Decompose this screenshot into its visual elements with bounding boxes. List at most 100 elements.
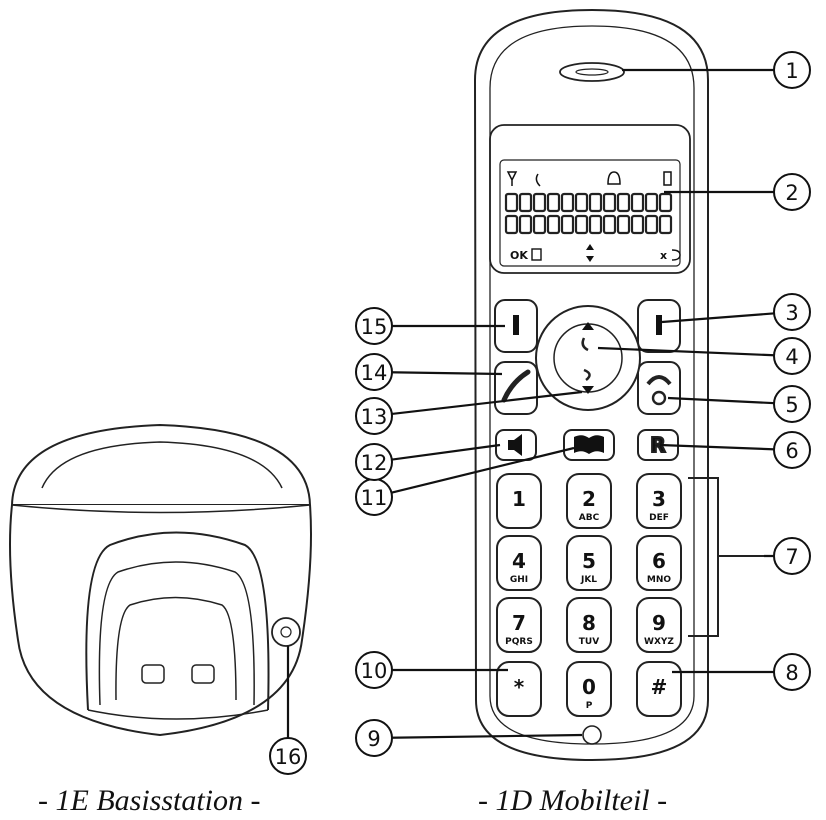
callout-14: 14 <box>355 353 503 391</box>
lcd-segment-cell <box>644 214 659 235</box>
talk-button[interactable] <box>494 361 538 415</box>
earpiece-slot <box>575 68 609 76</box>
callout-3: 3 <box>661 293 811 331</box>
lcd-segment-cell <box>504 214 519 235</box>
callout-circle <box>773 537 811 575</box>
callout-circle <box>773 653 811 691</box>
right-softkey-glyph <box>656 315 662 335</box>
callout-15: 15 <box>355 307 505 345</box>
key-1-body <box>496 473 542 529</box>
lcd-segment-cell <box>504 192 519 213</box>
lcd-segment-cell <box>644 192 659 213</box>
power-symbol <box>651 390 667 406</box>
callout-circle <box>773 51 811 89</box>
microphone-icon <box>582 725 602 745</box>
callout-circle <box>355 443 393 481</box>
alarm-bell-icon <box>607 171 621 185</box>
lcd-segment-cell <box>560 192 575 213</box>
callout-number: 15 <box>361 315 388 339</box>
lcd-segment-cell <box>546 214 561 235</box>
callout-number: 10 <box>361 659 388 683</box>
star-key-label: * <box>514 675 525 699</box>
callout-line <box>373 370 503 376</box>
key-0-body <box>566 661 612 717</box>
phonebook-icon <box>574 435 604 454</box>
base-body <box>9 504 312 737</box>
base-rim <box>11 504 311 514</box>
callout-line <box>597 346 793 358</box>
paging-button[interactable] <box>271 617 301 647</box>
key-0[interactable]: 0P <box>566 661 612 717</box>
earpiece-icon <box>559 62 625 82</box>
key-9-label: 9 <box>652 611 666 635</box>
lcd-segment-cell <box>532 214 547 235</box>
star-key[interactable]: * <box>496 661 542 717</box>
paging-icon <box>280 626 292 638</box>
lcd-segment-cell <box>616 192 631 213</box>
callout-circle <box>355 307 393 345</box>
key-3-sublabel: DEF <box>649 513 669 523</box>
lcd-frame <box>489 124 691 274</box>
lcd-segment-cell <box>658 214 673 235</box>
recall-label: R <box>650 433 665 457</box>
key-7-sublabel: PQRS <box>505 637 533 647</box>
callout-number: 3 <box>785 301 798 325</box>
callout-number: 11 <box>361 486 388 510</box>
callout-5: 5 <box>667 385 811 423</box>
callout-12: 12 <box>355 443 501 481</box>
callout-13: 13 <box>355 390 583 435</box>
key-8-sublabel: TUV <box>579 637 599 647</box>
hash-key[interactable]: # <box>636 661 682 717</box>
callout-10: 10 <box>355 651 508 689</box>
lcd-updown-icon <box>586 244 594 262</box>
charging-contact-left <box>141 664 165 684</box>
callout-9: 9 <box>355 719 583 757</box>
lcd-display <box>499 159 681 267</box>
callout-circle <box>355 397 393 435</box>
callout-number: 4 <box>785 345 798 369</box>
lcd-segment-cell <box>630 214 645 235</box>
callout-number: 9 <box>367 727 380 751</box>
callout-number: 2 <box>785 181 798 205</box>
base-top-dome <box>10 423 312 506</box>
callout-line <box>373 446 575 499</box>
key-9-body <box>636 597 682 653</box>
key-8-label: 8 <box>582 611 596 635</box>
key-0-label: 0 <box>582 675 596 699</box>
navigation-down[interactable] <box>582 386 594 394</box>
key-2-body <box>566 473 612 529</box>
end-call-button[interactable] <box>637 361 681 415</box>
lcd-segment-cell <box>616 214 631 235</box>
callout-line <box>373 733 583 740</box>
callout-6: 6 <box>659 431 811 469</box>
callout-line <box>373 443 501 464</box>
callout-circle <box>773 337 811 375</box>
lcd-ok-label: OK <box>510 249 528 262</box>
callout-number: 13 <box>361 405 388 429</box>
handset-icon <box>535 173 541 187</box>
base-cradle-mid <box>98 561 255 706</box>
callout-number: 7 <box>785 545 798 569</box>
lcd-segment-cell <box>588 214 603 235</box>
key-7-label: 7 <box>512 611 526 635</box>
lcd-segment-cell <box>532 192 547 213</box>
base-cradle-outer <box>85 531 270 711</box>
key-2-sublabel: ABC <box>579 513 600 523</box>
lcd-status-icons <box>506 171 672 187</box>
lcd-x-label: x <box>660 249 667 262</box>
navigation-up[interactable] <box>582 322 594 330</box>
callout-circle <box>355 353 393 391</box>
key-3-body <box>636 473 682 529</box>
callout-number: 14 <box>361 361 388 385</box>
left-softkey-glyph <box>513 315 519 335</box>
key-1[interactable]: 1 <box>496 473 542 529</box>
